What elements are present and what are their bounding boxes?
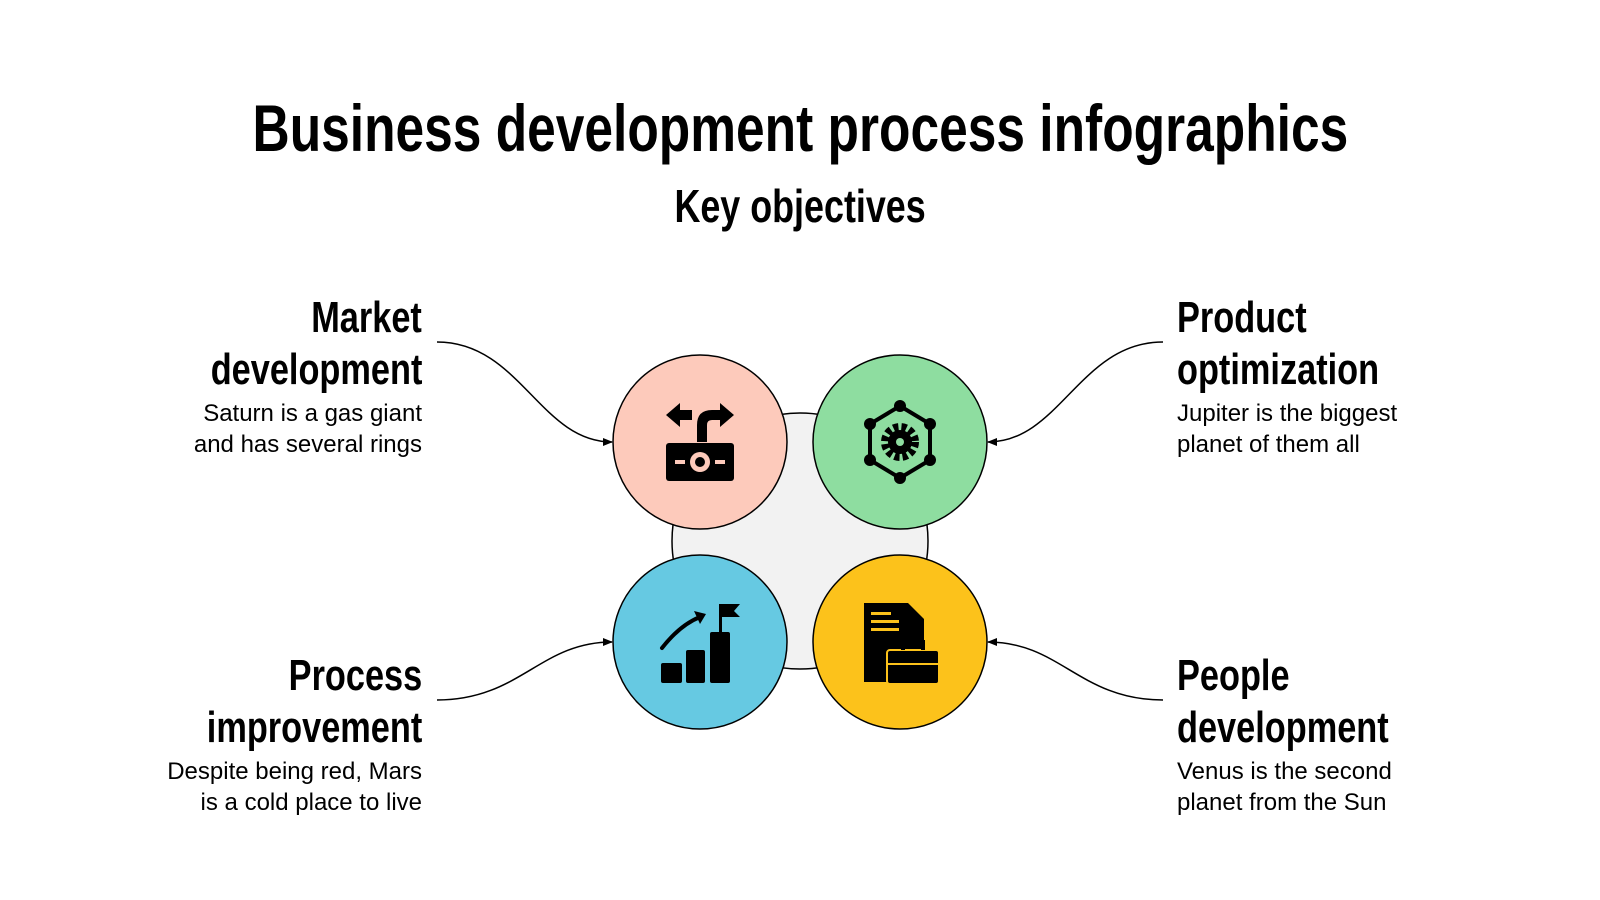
page-subtitle: Key objectives (674, 180, 926, 232)
page-title: Business development process infographic… (252, 91, 1348, 165)
connector-market (436, 341, 613, 446)
process-circle (612, 554, 788, 730)
gear-network-icon (864, 400, 936, 484)
document-briefcase-icon (864, 603, 940, 685)
connector-product (987, 341, 1164, 446)
connector-process (436, 638, 613, 701)
connector-people (987, 638, 1164, 701)
money-split-arrows-icon (666, 403, 734, 481)
growth-chart-flag-icon (660, 604, 740, 683)
